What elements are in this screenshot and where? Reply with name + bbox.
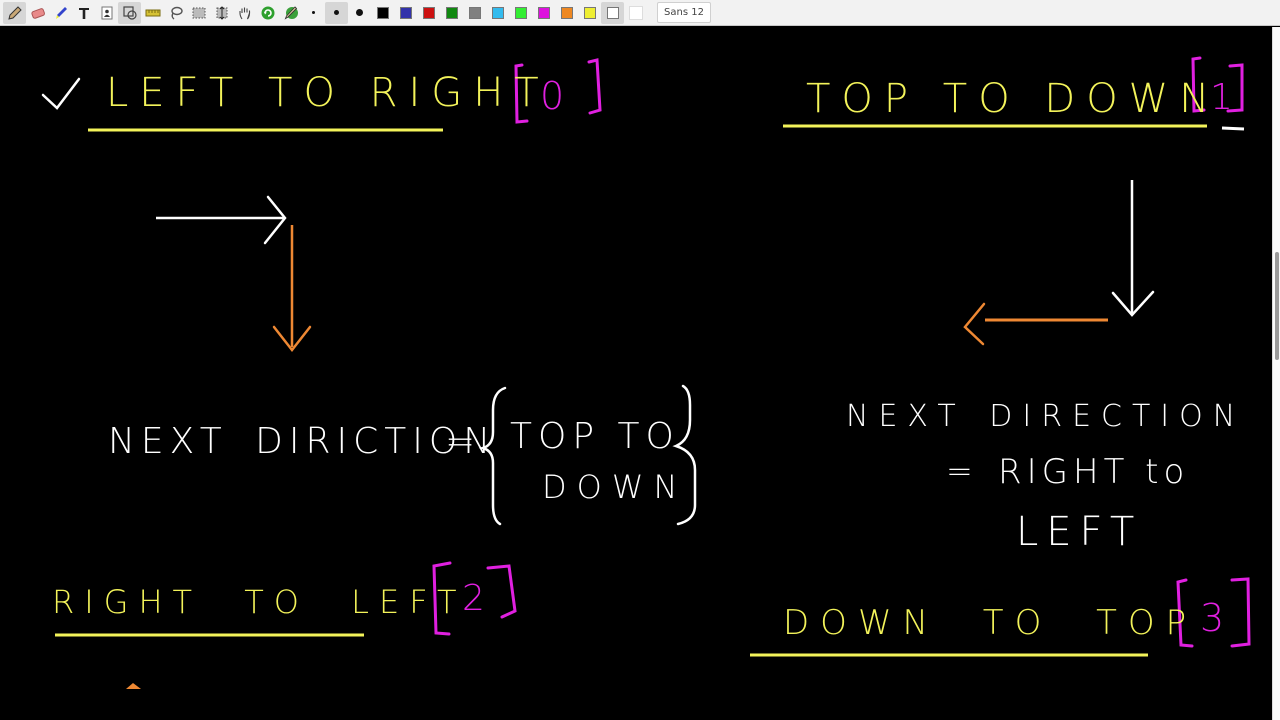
image-tool-button[interactable] — [95, 2, 118, 24]
pen-icon — [7, 5, 22, 20]
color-magenta-button[interactable] — [532, 2, 555, 24]
color-lightgreen-button[interactable] — [509, 2, 532, 24]
section-index-1: 1 — [1210, 77, 1233, 118]
hand-tool-button[interactable] — [233, 2, 256, 24]
color-swatch-magenta — [537, 6, 550, 19]
color-swatch-yellow — [583, 6, 596, 19]
arrow-right-icon — [263, 195, 287, 245]
brace-close — [672, 384, 697, 526]
lasso-icon — [170, 6, 183, 20]
shape-tool-button[interactable] — [118, 1, 141, 24]
font-selector-button[interactable]: Sans 12 — [657, 2, 711, 23]
lasso-tool-button[interactable] — [164, 2, 187, 24]
color-red-button[interactable] — [417, 2, 440, 24]
size-thick-button[interactable] — [348, 2, 371, 24]
arrow-down-icon — [1111, 290, 1155, 317]
color-swatch-orange — [560, 6, 573, 19]
section-title-right-to-left: RIGHT TO LEFT — [52, 583, 467, 621]
section-index-2: 2 — [462, 578, 485, 619]
eraser-tool-button[interactable] — [26, 2, 49, 24]
custom-color-button[interactable] — [624, 2, 647, 24]
image-icon — [101, 6, 112, 19]
bracket-close-1 — [1226, 63, 1244, 113]
color-gray-button[interactable] — [463, 2, 486, 24]
pen-settings-tool-button[interactable] — [279, 2, 302, 24]
bracket-close-2 — [486, 564, 517, 619]
size-fine-icon — [312, 11, 315, 14]
size-fine-button[interactable] — [302, 2, 325, 24]
color-swatch-white — [606, 6, 619, 19]
color-blue-button[interactable] — [394, 2, 417, 24]
color-orange-button[interactable] — [555, 2, 578, 24]
left-note-label: NEXT DIRICTION — [108, 421, 497, 462]
right-note-label: NEXT DIRECTION — [846, 399, 1246, 434]
color-swatch-lightblue — [491, 6, 504, 19]
left-note-equals: = — [445, 421, 476, 462]
bracket-open-2 — [432, 561, 452, 636]
color-black-button[interactable] — [371, 2, 394, 24]
section-title-left-to-right: LEFT TO RIGHT — [106, 70, 550, 116]
vertical-scrollbar[interactable] — [1272, 27, 1280, 720]
scrollbar-thumb[interactable] — [1275, 252, 1279, 360]
font-size: 12 — [691, 7, 704, 18]
color-yellow-button[interactable] — [578, 2, 601, 24]
font-name: Sans — [664, 7, 689, 18]
ruler-icon — [145, 9, 160, 16]
pen-tool-button[interactable] — [3, 1, 26, 24]
vertical-space-tool-button[interactable] — [210, 2, 233, 24]
dash-mark — [1221, 126, 1245, 131]
color-swatch-lightgreen — [514, 6, 527, 19]
left-note-value-line1: TOP TO — [510, 416, 680, 457]
section-index-3: 3 — [1200, 596, 1225, 640]
bracket-open-0 — [514, 63, 529, 124]
section-index-0: 0 — [540, 74, 565, 118]
vertical-space-icon — [216, 5, 227, 20]
size-medium-button[interactable] — [325, 1, 348, 24]
color-swatch-blue — [399, 6, 412, 19]
pen-settings-icon — [284, 5, 298, 20]
right-note-value-line2: LEFT — [1016, 509, 1143, 555]
bracket-close-0 — [587, 58, 602, 115]
size-thick-icon — [356, 9, 363, 16]
size-medium-icon — [334, 10, 339, 15]
left-note-value-line2: DOWN — [542, 468, 688, 506]
ruler-tool-button[interactable] — [141, 2, 164, 24]
shape-recognizer-icon — [122, 5, 137, 20]
highlighter-tool-button[interactable] — [49, 2, 72, 24]
color-green-button[interactable] — [440, 2, 463, 24]
select-rect-icon — [192, 7, 205, 18]
bracket-open-3 — [1176, 578, 1194, 648]
color-swatch-gray — [468, 6, 481, 19]
select-region-tool-button[interactable] — [187, 2, 210, 24]
brace-open — [478, 386, 507, 526]
text-icon — [78, 7, 89, 19]
drawing-canvas[interactable]: LEFT TO RIGHT 0 TOP TO DOWN 1 RIGHT TO L… — [0, 27, 1272, 720]
eraser-icon — [30, 7, 45, 19]
bracket-close-3 — [1230, 577, 1251, 648]
checkmark-icon — [41, 77, 81, 110]
color-swatch-red — [422, 6, 435, 19]
toolbar: Sans 12 — [0, 0, 1280, 26]
custom-color-swatch — [628, 5, 643, 20]
arrow-left-next-icon — [963, 302, 986, 346]
color-swatch-black — [376, 6, 389, 19]
color-white-button[interactable] — [601, 1, 624, 24]
right-note-equals: = — [946, 452, 973, 490]
section-title-down-to-top: DOWN TO TOP — [783, 603, 1198, 643]
color-swatch-green — [445, 6, 458, 19]
play-object-tool-button[interactable] — [256, 2, 279, 24]
arrow-down-next-icon — [272, 325, 312, 353]
right-note-value-line1: RIGHT to — [998, 452, 1190, 492]
play-object-icon — [261, 6, 274, 19]
section-title-top-to-down: TOP TO DOWN — [806, 76, 1221, 122]
highlighter-icon — [55, 6, 67, 19]
bracket-open-1 — [1191, 56, 1206, 113]
color-lightblue-button[interactable] — [486, 2, 509, 24]
hand-icon — [238, 7, 250, 19]
text-tool-button[interactable] — [72, 2, 95, 24]
partial-arrow-mark — [126, 683, 141, 689]
